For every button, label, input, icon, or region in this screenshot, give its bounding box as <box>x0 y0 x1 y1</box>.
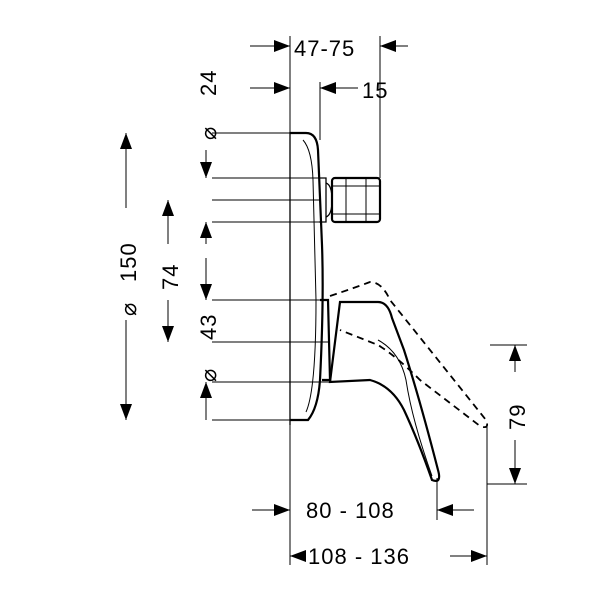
plate-diameter-symbol: ⌀ <box>116 302 141 316</box>
outlet-diameter-symbol: ⌀ <box>196 126 221 140</box>
outlet-spacing-label: 74 <box>158 264 183 290</box>
dim-projection-short: 80 - 108 <box>252 498 474 523</box>
dim-outlet-diameter: 24 ⌀ <box>196 70 221 244</box>
plate-diameter-label: 150 <box>116 242 141 282</box>
outlet-nut <box>319 176 382 224</box>
extension-lines <box>212 36 527 565</box>
handle-diameter-label: 43 <box>196 314 221 340</box>
dim-outlet-spacing: 74 <box>158 200 183 342</box>
dim-handle-diameter: 43 ⌀ <box>196 258 221 420</box>
lever-handle-raised <box>329 281 489 429</box>
handle-base <box>320 298 332 382</box>
dim-projection-long: 108 - 136 <box>290 544 487 569</box>
dim-depth: 47-75 <box>250 36 408 61</box>
dim-outlet-length: 15 <box>250 78 388 103</box>
projection-long-label: 108 - 136 <box>308 544 410 569</box>
lever-handle-inner <box>377 339 433 477</box>
lever-handle <box>328 300 441 482</box>
handle-height-label: 79 <box>505 404 530 430</box>
outlet-diameter-label: 24 <box>196 70 221 96</box>
dim-plate-diameter: 150 ⌀ <box>116 133 141 420</box>
projection-short-label: 80 - 108 <box>306 498 395 523</box>
cover-plate-inner <box>302 139 317 413</box>
dim-handle-height: 79 <box>505 345 530 484</box>
handle-diameter-symbol: ⌀ <box>196 368 221 382</box>
outlet-length-label: 15 <box>362 78 388 103</box>
cover-plate <box>290 131 324 422</box>
depth-range-label: 47-75 <box>294 36 355 61</box>
mixer-body <box>289 131 489 482</box>
